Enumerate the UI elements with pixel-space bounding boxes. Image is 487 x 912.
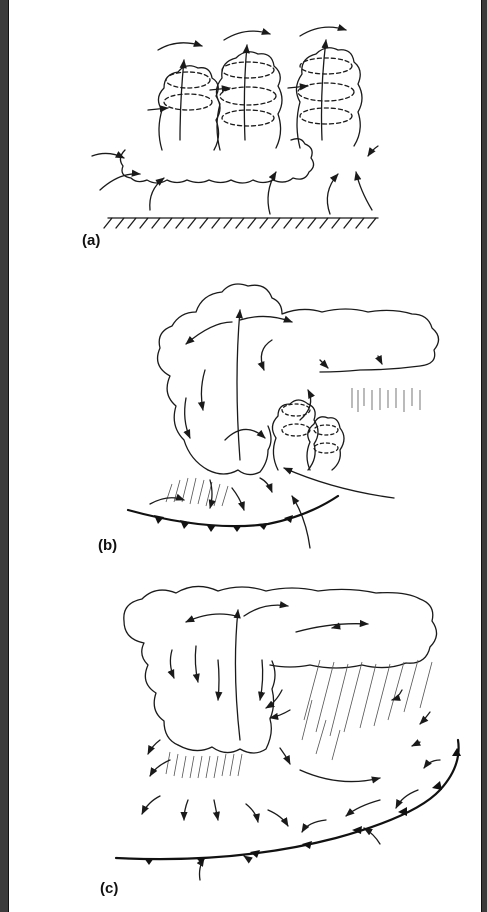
gust-front-c-barbs [144, 748, 461, 865]
panel-label-b: (b) [98, 537, 117, 554]
circulation-loops-b [282, 404, 338, 453]
panel-a-drawing [92, 27, 378, 228]
cloud-tower-middle [216, 52, 282, 150]
panel-label-a: (a) [82, 232, 100, 249]
cloud-lower-c [178, 661, 275, 753]
ground-hatch [104, 218, 376, 228]
rain-shaft-b-left [166, 478, 228, 506]
rain-shaft-b-right [352, 388, 420, 412]
panel-label-c: (c) [100, 880, 118, 897]
rain-shaft-c-right [302, 660, 432, 760]
cloud-tower-small-1 [272, 400, 318, 470]
panel-c-drawing [116, 586, 461, 880]
panel-b-drawing [128, 284, 439, 548]
cloud-base-a [120, 139, 313, 183]
rain-shaft-c-left [166, 752, 242, 778]
cloud-main-b [158, 284, 439, 470]
updraft-arrows-a [92, 27, 378, 214]
flow-arrows-c [142, 605, 440, 880]
circulation-loops-a [164, 58, 354, 126]
